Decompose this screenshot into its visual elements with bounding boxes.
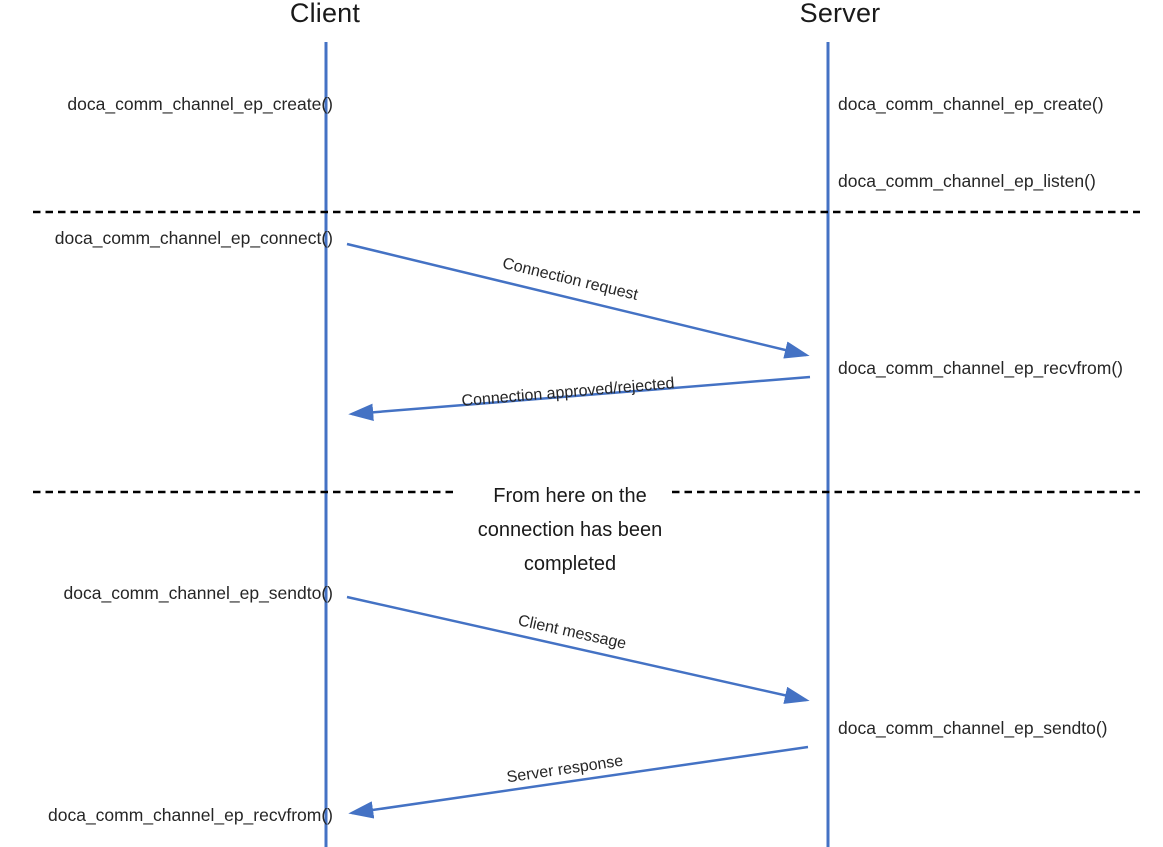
client-call-sendto: doca_comm_channel_ep_sendto() (63, 583, 333, 603)
client-call-create: doca_comm_channel_ep_create() (67, 94, 333, 114)
arrow-server-response (348, 745, 809, 819)
server-call-sendto: doca_comm_channel_ep_sendto() (838, 718, 1108, 738)
arrow-connection-response (348, 375, 811, 422)
server-call-listen: doca_comm_channel_ep_listen() (838, 171, 1096, 191)
connection-completed-note: From here on the connection has been com… (445, 479, 695, 581)
note-line-1: From here on the (493, 485, 647, 507)
note-line-2: connection has been (477, 519, 663, 541)
server-call-recvfrom: doca_comm_channel_ep_recvfrom() (838, 358, 1123, 378)
arrow-client-message (346, 595, 810, 704)
server-call-create: doca_comm_channel_ep_create() (838, 94, 1104, 114)
client-call-connect: doca_comm_channel_ep_connect() (54, 228, 333, 248)
note-line-3: completed (523, 553, 617, 575)
arrow-connection-request (346, 242, 810, 359)
server-lifeline-title: Server (799, 0, 881, 28)
client-lifeline-title: Client (289, 0, 361, 28)
client-call-recvfrom: doca_comm_channel_ep_recvfrom() (48, 805, 333, 825)
